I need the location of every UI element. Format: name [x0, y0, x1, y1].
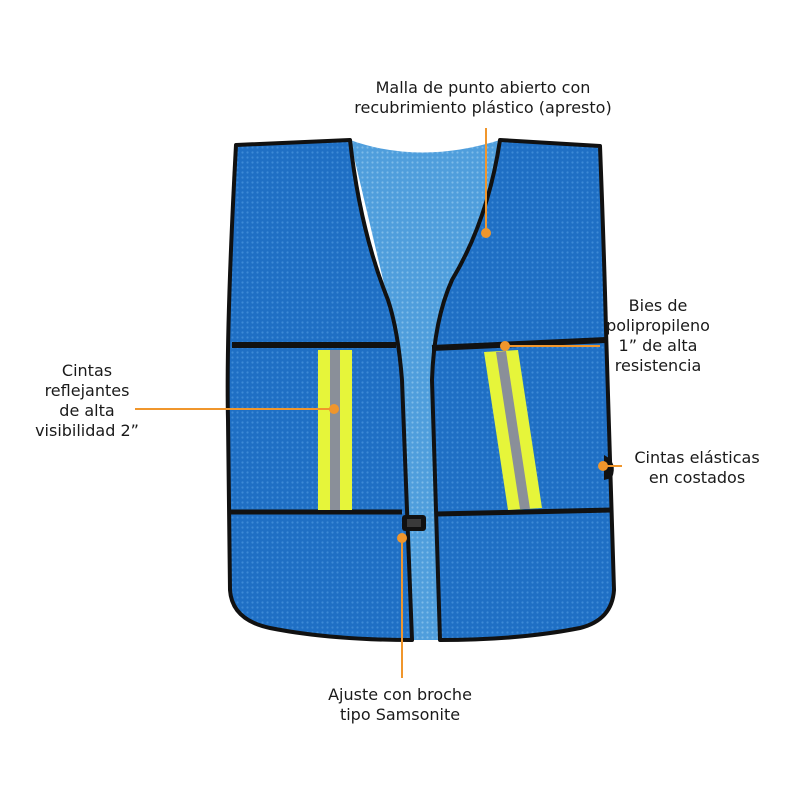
callout-text: Malla de punto abierto con — [375, 78, 591, 97]
callout-text: 1” de alta — [618, 336, 698, 355]
callout-text: recubrimiento plástico (apresto) — [354, 98, 612, 117]
callout-reflective: Cintas reflejantes de alta visibilidad 2… — [22, 361, 152, 441]
reflective-stripe-right — [484, 350, 542, 510]
callout-text: Ajuste con broche — [328, 685, 472, 704]
callout-text: reflejantes — [44, 381, 130, 400]
callout-mesh: Malla de punto abierto con recubrimiento… — [333, 78, 633, 118]
lower-binding — [230, 507, 613, 517]
callout-text: polipropileno — [606, 316, 710, 335]
callout-text: Cintas elásticas — [634, 448, 760, 467]
callout-text: Cintas — [61, 361, 113, 380]
callout-lines — [135, 128, 622, 678]
reflective-stripe-left — [318, 350, 352, 510]
callout-text: de alta — [59, 401, 115, 420]
callout-text: resistencia — [614, 356, 702, 375]
callout-elastic: Cintas elásticas en costados — [622, 448, 772, 488]
callout-text: Bies de — [628, 296, 688, 315]
buckle-icon — [402, 515, 426, 531]
callout-text: visibilidad 2” — [35, 421, 139, 440]
callout-buckle: Ajuste con broche tipo Samsonite — [300, 685, 500, 725]
callout-binding: Bies de polipropileno 1” de alta resiste… — [598, 296, 718, 376]
upper-binding — [232, 337, 607, 351]
callout-text: tipo Samsonite — [339, 705, 461, 724]
elastic-strap — [604, 455, 614, 480]
callout-text: en costados — [648, 468, 746, 487]
